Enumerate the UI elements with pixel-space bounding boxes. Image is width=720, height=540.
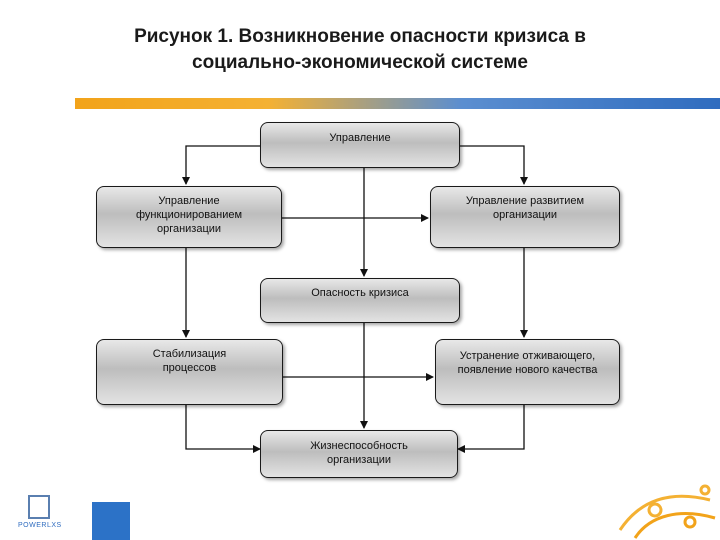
box-crisis-danger-label: Опасность кризиса xyxy=(311,287,409,299)
box-management: Управление xyxy=(260,122,460,168)
box-development-management: Управление развитием организации xyxy=(430,186,620,248)
box-elimination-line-2: появление нового качества xyxy=(457,364,598,376)
box-viability: Жизнеспособность организации xyxy=(260,430,458,478)
box-crisis-danger: Опасность кризиса xyxy=(260,278,460,323)
box-viability-line-2: организации xyxy=(326,454,392,466)
decorative-swirl-icon xyxy=(618,484,716,539)
logo-text: POWERLXS xyxy=(18,522,62,529)
box-elimination: Устранение отживающего, появление нового… xyxy=(435,339,620,405)
title-line-2: социально-экономической системе xyxy=(192,52,528,73)
box-development-line-2: организации xyxy=(492,209,558,221)
box-stabilization: Стабилизация процессов xyxy=(96,339,283,405)
box-management-label: Управление xyxy=(329,132,391,144)
box-functioning-line-2: функционированием xyxy=(135,209,243,221)
box-viability-line-1: Жизнеспособность xyxy=(310,440,408,452)
diagram-title: Рисунок 1. Возникновение опасности кризи… xyxy=(60,24,660,76)
title-line-1: Рисунок 1. Возникновение опасности кризи… xyxy=(134,26,586,47)
arrow-management-to-development xyxy=(458,145,528,185)
box-functioning-line-1: Управление xyxy=(158,195,220,207)
box-stabilization-line-1: Стабилизация xyxy=(152,348,227,360)
arrow-management-to-functioning xyxy=(182,145,262,185)
box-functioning-line-3: организации xyxy=(156,223,222,235)
box-functioning-management: Управление функционированием организации xyxy=(96,186,282,248)
decorative-gradient-bar xyxy=(75,98,720,109)
arrow-elimination-to-viability xyxy=(457,405,525,453)
logo-icon xyxy=(28,495,50,519)
box-development-line-1: Управление развитием xyxy=(465,195,585,207)
box-elimination-line-1: Устранение отживающего, xyxy=(459,350,596,362)
box-stabilization-line-2: процессов xyxy=(162,362,217,374)
arrow-stabilization-to-viability xyxy=(185,405,261,453)
decorative-blue-square xyxy=(92,502,130,540)
